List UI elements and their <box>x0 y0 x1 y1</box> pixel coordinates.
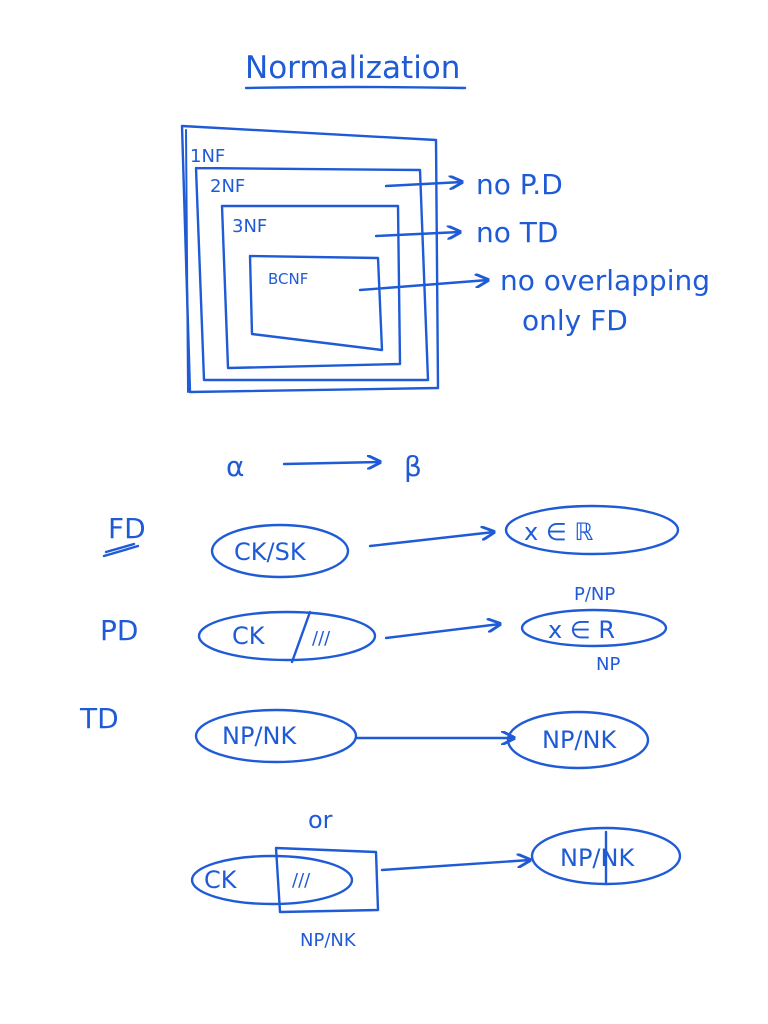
pd-left-ellipse <box>197 610 377 662</box>
label-2nf: 2NF <box>210 176 245 197</box>
or-left-hatch: /// <box>292 870 311 891</box>
fd-row: FD CK/SK x ∈ ℝ <box>102 504 680 579</box>
box-bcnf <box>248 254 384 352</box>
alpha-symbol: α <box>226 450 244 483</box>
page-title: Normalization <box>245 50 460 86</box>
label-bcnf: BCNF <box>268 270 308 288</box>
or-right-ellipse <box>530 826 682 886</box>
pd-right-ellipse <box>520 608 668 648</box>
beta-symbol: β <box>404 450 422 483</box>
arrow-bcnf <box>358 280 488 292</box>
pd-right-text: x ∈ R <box>548 616 615 644</box>
pd-label: PD <box>100 614 138 647</box>
td-row: TD NP/NK NP/NK <box>79 702 650 770</box>
pd-note-bottom: NP <box>596 654 620 675</box>
normal-forms-diagram: 1NF 2NF 3NF BCNF no P.D no TD no overlap… <box>180 124 710 394</box>
arrow-3nf <box>374 232 460 236</box>
pd-row: PD CK /// x ∈ R P/NP NP <box>100 584 668 675</box>
alpha-beta-notation: α β <box>226 450 422 483</box>
or-left-text: CK <box>204 866 238 894</box>
arrow-2nf <box>384 182 462 186</box>
label-3nf: 3NF <box>232 216 267 237</box>
box-3nf <box>220 204 402 370</box>
td-left-text: NP/NK <box>222 722 297 750</box>
title-underline <box>244 85 467 90</box>
pd-left-text: CK <box>232 622 266 650</box>
alpha-beta-arrow <box>282 462 380 464</box>
fd-right-text: x ∈ ℝ <box>524 518 593 546</box>
or-case: or CK /// NP/NK NP/NK <box>190 806 682 951</box>
or-right-text: NP/NK <box>560 844 635 872</box>
pd-note-top: P/NP <box>574 584 615 605</box>
td-right-text: NP/NK <box>542 726 617 754</box>
fd-right-ellipse <box>504 504 680 556</box>
annotation-no-pd: no P.D <box>476 168 563 201</box>
fd-arrow <box>368 532 494 548</box>
or-arrow <box>380 860 530 872</box>
annotation-no-td: no TD <box>476 216 558 249</box>
fd-label: FD <box>108 512 146 545</box>
pd-left-divider <box>290 610 312 664</box>
pd-left-hatch: /// <box>312 628 331 649</box>
td-right-ellipse <box>506 710 650 770</box>
box-1nf-edge <box>185 129 189 393</box>
box-2nf <box>194 166 430 382</box>
or-below-text: NP/NK <box>300 930 357 951</box>
fd-left-ellipse <box>210 523 350 579</box>
annotation-only-fd: only FD <box>522 304 628 337</box>
td-left-ellipse <box>194 708 358 764</box>
or-left-ellipse <box>190 854 354 906</box>
annotation-no-overlapping: no overlapping <box>500 264 710 297</box>
label-1nf: 1NF <box>190 146 225 167</box>
fd-left-text: CK/SK <box>234 538 307 566</box>
pd-arrow <box>384 624 500 640</box>
or-overlap-box <box>274 846 380 914</box>
or-label: or <box>308 806 333 834</box>
td-label: TD <box>79 702 119 735</box>
fd-underline <box>102 542 140 558</box>
